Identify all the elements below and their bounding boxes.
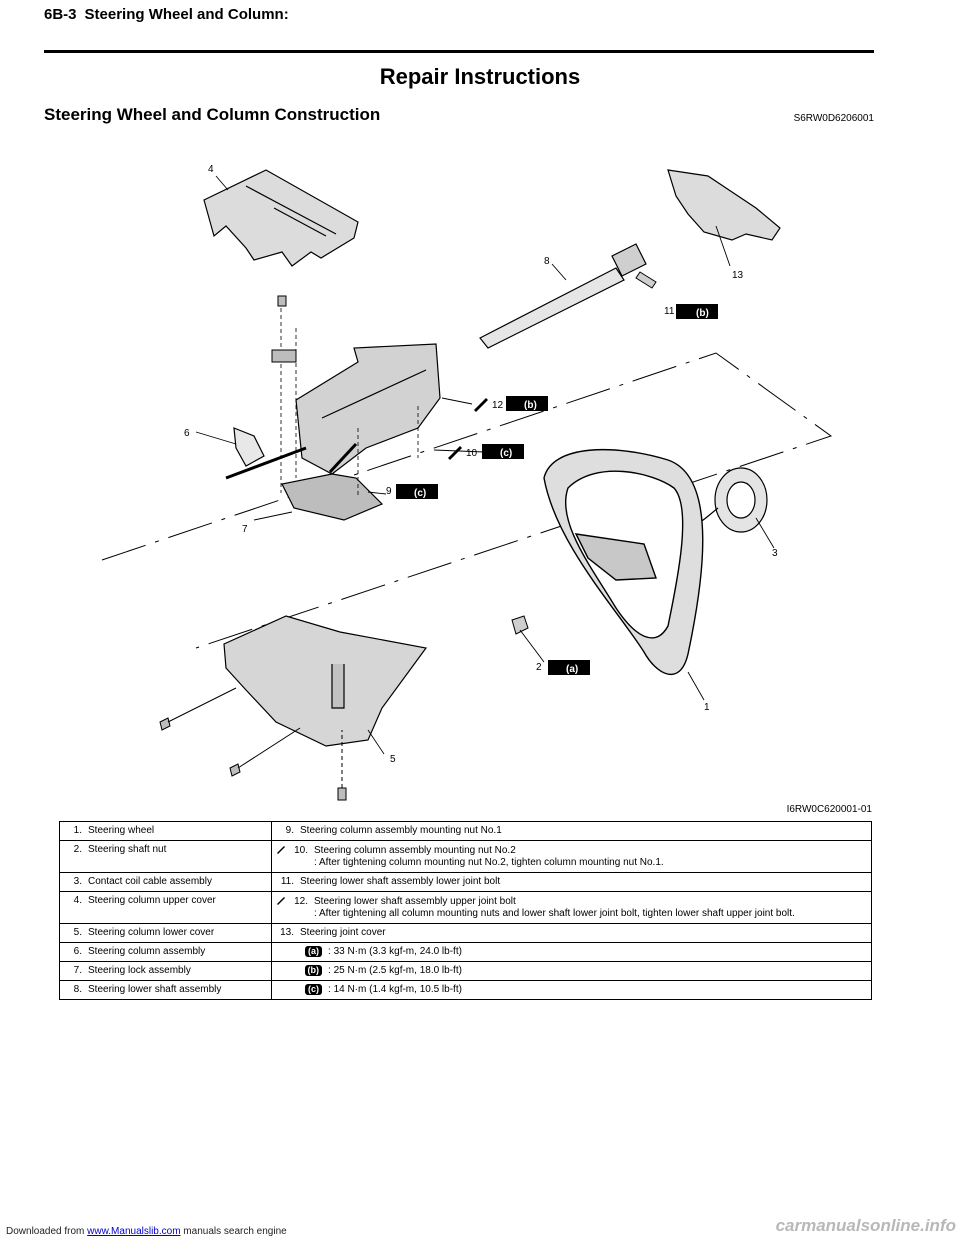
callout-9: 9 <box>386 486 392 497</box>
torque-badge-11: (b) <box>676 304 718 319</box>
pencil-icon <box>277 897 285 905</box>
manualslib-link[interactable]: www.Manualslib.com <box>87 1226 181 1237</box>
torque-badge-9: (c) <box>396 484 438 499</box>
table-row: 4.Steering column upper cover 12.Steerin… <box>59 891 872 924</box>
lower-cover-drawing <box>223 615 428 747</box>
header-title: Steering Wheel and Column: <box>84 6 289 23</box>
callout-2: 2 <box>536 662 542 673</box>
table-row: 5.Steering column lower cover 13.Steerin… <box>59 923 872 943</box>
pencil-icon <box>448 446 462 460</box>
callout-11: 11 <box>664 306 675 317</box>
exploded-diagram: 4 8 13 11 12 6 10 9 7 3 2 1 5 (b) (b) ( <box>96 148 876 808</box>
table-row: 3.Contact coil cable assembly 11.Steerin… <box>59 872 872 892</box>
upper-cover-drawing <box>203 169 359 267</box>
doc-code: S6RW0D6206001 <box>793 113 874 124</box>
watermark: carmanualsonline.info <box>775 1216 956 1235</box>
figure-code: I6RW0C620001-01 <box>786 804 872 815</box>
callout-3: 3 <box>772 548 778 559</box>
svg-text:(c): (c) <box>414 488 426 499</box>
parts-legend-table: 1.Steering wheel 9.Steering column assem… <box>59 821 872 1000</box>
steering-wheel-drawing <box>543 448 704 676</box>
callout-5: 5 <box>390 754 396 765</box>
pencil-icon <box>474 398 488 412</box>
callout-10: 10 <box>466 448 478 459</box>
torque-badge-c: (c) <box>305 984 322 995</box>
download-footer: Downloaded from www.Manualslib.com manua… <box>6 1226 287 1237</box>
table-row: 6.Steering column assembly (a): 33 N·m (… <box>59 942 872 962</box>
contact-coil-drawing <box>699 467 768 533</box>
torque-badge-10: (c) <box>448 444 524 460</box>
svg-text:(a): (a) <box>566 664 578 675</box>
column-assembly-drawing <box>225 343 441 521</box>
header-rule <box>44 50 874 53</box>
lower-shaft-drawing <box>479 243 647 349</box>
mounting-bolt-drawing <box>271 295 297 363</box>
screw-drawings <box>159 687 347 801</box>
table-row: 2.Steering shaft nut 10.Steering column … <box>59 840 872 873</box>
bolt-11-drawing <box>635 271 657 289</box>
callout-12: 12 <box>492 400 504 411</box>
pencil-icon <box>277 846 285 854</box>
assembly-boundary <box>101 352 833 649</box>
callout-13: 13 <box>732 270 744 281</box>
diagram-svg: 4 8 13 11 12 6 10 9 7 3 2 1 5 (b) (b) ( <box>101 164 833 801</box>
callout-1: 1 <box>704 702 710 713</box>
svg-text:(c): (c) <box>500 448 512 459</box>
shaft-nut-drawing <box>511 615 529 635</box>
torque-badge-a: (a) <box>305 946 322 957</box>
torque-badge-12: (b) <box>474 396 548 412</box>
section-number: 6B-3 <box>44 6 77 23</box>
torque-badge-b: (b) <box>304 965 322 976</box>
svg-text:(b): (b) <box>524 400 537 411</box>
callout-7: 7 <box>242 524 248 535</box>
joint-cover-drawing <box>667 169 781 241</box>
table-row: 1.Steering wheel 9.Steering column assem… <box>59 821 872 841</box>
torque-badge-2: (a) <box>548 660 590 675</box>
table-row: 8.Steering lower shaft assembly (c): 14 … <box>59 980 872 1000</box>
sub-title: Steering Wheel and Column Construction <box>44 105 381 124</box>
callout-8: 8 <box>544 256 550 267</box>
svg-text:(b): (b) <box>696 308 709 319</box>
page-header: 6B-3 Steering Wheel and Column: <box>44 6 297 23</box>
section-title: Repair Instructions <box>379 64 581 89</box>
callout-6: 6 <box>184 428 190 439</box>
table-row: 7.Steering lock assembly (b): 25 N·m (2.… <box>59 961 872 981</box>
callout-4: 4 <box>208 164 214 175</box>
